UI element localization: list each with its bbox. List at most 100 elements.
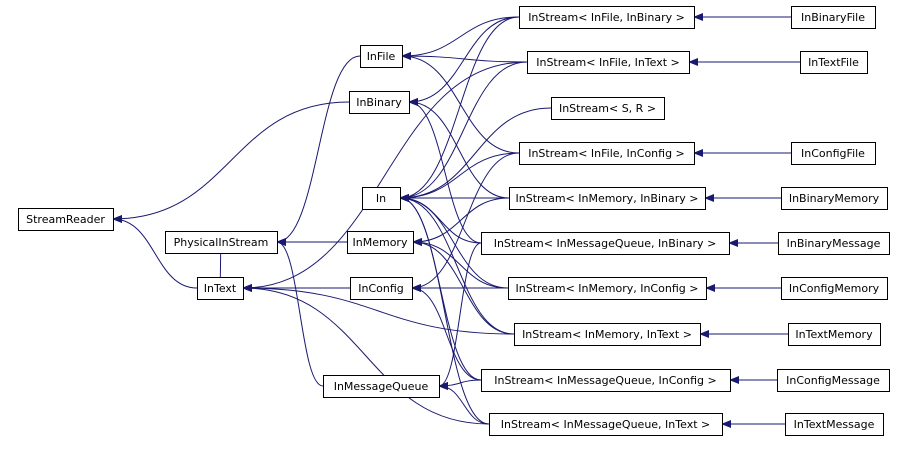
class-label: InConfigFile <box>801 147 865 160</box>
edge-is-file-binary-to-inbinary <box>408 16 520 106</box>
class-node-inconfig[interactable]: InConfig <box>350 277 413 300</box>
class-label: StreamReader <box>26 213 105 226</box>
class-label: InStream< InMessageQueue, InBinary > <box>494 237 717 250</box>
class-label: In <box>376 192 386 205</box>
class-label: InBinaryMemory <box>789 192 880 205</box>
class-label: InBinaryMessage <box>787 237 881 250</box>
class-node-inconfigmemory[interactable]: InConfigMemory <box>781 277 888 300</box>
edge-is-file-binary-to-infile <box>401 16 520 60</box>
class-box <box>165 231 278 254</box>
class-label: InConfig <box>358 282 404 295</box>
class-node-in[interactable]: In <box>362 187 401 210</box>
class-node-is-mq-binary[interactable]: InStream< InMessageQueue, InBinary > <box>481 232 730 255</box>
class-box <box>514 323 701 346</box>
edge-is-file-config-to-in <box>399 152 520 202</box>
class-box <box>519 6 695 29</box>
class-node-intextmemory[interactable]: InTextMemory <box>788 323 881 346</box>
class-box <box>323 375 440 398</box>
class-node-physicalinstream[interactable]: PhysicalInStream <box>165 231 278 254</box>
class-box <box>778 232 890 255</box>
class-box <box>519 142 695 165</box>
class-node-intextfile[interactable]: InTextFile <box>800 51 868 74</box>
inheritance-edges <box>112 13 800 428</box>
class-label: InStream< InMessageQueue, InText > <box>501 418 710 431</box>
class-node-is-file-binary[interactable]: InStream< InFile, InBinary > <box>519 6 695 29</box>
class-box <box>788 323 881 346</box>
edge-is-file-binary-to-in <box>399 16 520 202</box>
class-node-inbinaryfile[interactable]: InBinaryFile <box>791 6 876 29</box>
class-box <box>489 413 723 436</box>
edge-is-mq-text-to-in <box>399 194 490 425</box>
class-node-intextmessage[interactable]: InTextMessage <box>785 413 884 436</box>
edge-is-file-config-to-inconfig <box>411 152 520 292</box>
class-label: InTextFile <box>808 56 859 69</box>
class-label: PhysicalInStream <box>174 236 269 249</box>
class-node-is-file-text[interactable]: InStream< InFile, InText > <box>527 51 690 74</box>
class-node-is-memory-text[interactable]: InStream< InMemory, InText > <box>514 323 701 346</box>
class-node-inconfigfile[interactable]: InConfigFile <box>791 142 876 165</box>
class-label: InStream< InFile, InText > <box>536 56 680 69</box>
class-node-is-mq-text[interactable]: InStream< InMessageQueue, InText > <box>489 413 723 436</box>
class-node-inbinarymessage[interactable]: InBinaryMessage <box>778 232 890 255</box>
class-node-inbinarymemory[interactable]: InBinaryMemory <box>781 187 888 210</box>
edge-is-memory-binary-to-inmemory <box>412 197 510 246</box>
class-node-intext[interactable]: InText <box>197 277 244 300</box>
class-label: InStream< InMemory, InConfig > <box>516 282 699 295</box>
class-label: InStream< InFile, InBinary > <box>528 11 685 24</box>
class-label: InStream< S, R > <box>559 102 656 115</box>
class-box <box>791 142 876 165</box>
class-box <box>347 231 414 254</box>
edge-is-file-text-to-in <box>399 61 528 202</box>
class-label: InTextMessage <box>794 418 875 431</box>
edge-is-mq-binary-to-inmessagequeue <box>438 242 482 390</box>
edge-is-mq-text-to-inmessagequeue <box>438 382 490 425</box>
class-box <box>777 369 890 392</box>
class-label: InText <box>204 282 237 295</box>
class-box <box>481 369 731 392</box>
class-box <box>362 187 401 210</box>
class-box <box>350 277 413 300</box>
class-node-is-memory-binary[interactable]: InStream< InMemory, InBinary > <box>509 187 706 210</box>
class-box <box>360 45 403 68</box>
edge-infile-to-physicalinstream <box>276 55 361 246</box>
class-node-is-memory-config[interactable]: InStream< InMemory, InConfig > <box>508 277 707 300</box>
class-box <box>785 413 884 436</box>
class-node-infile[interactable]: InFile <box>360 45 403 68</box>
class-box <box>527 51 690 74</box>
class-node-inmemory[interactable]: InMemory <box>347 231 414 254</box>
class-node-is-mq-config[interactable]: InStream< InMessageQueue, InConfig > <box>481 369 731 392</box>
edge-is-memory-text-to-in <box>399 194 515 335</box>
class-label: InStream< InMessageQueue, InConfig > <box>494 374 717 387</box>
edge-is-memory-config-to-inmemory <box>412 238 509 289</box>
edge-inmessagequeue-to-physicalinstream <box>276 238 324 387</box>
edge-is-mq-config-to-inconfig <box>411 284 482 381</box>
class-node-inconfigmessage[interactable]: InConfigMessage <box>777 369 890 392</box>
class-label: InStream< InMemory, InBinary > <box>516 192 699 205</box>
class-box <box>481 232 730 255</box>
class-label: InConfigMemory <box>789 282 880 295</box>
class-box <box>509 187 706 210</box>
class-box <box>781 277 888 300</box>
class-box <box>197 277 244 300</box>
edge-is-s-r-to-in <box>399 107 552 202</box>
class-box <box>349 91 410 114</box>
class-node-streamreader[interactable]: StreamReader <box>18 208 114 231</box>
class-box <box>800 51 868 74</box>
class-label: InFile <box>367 50 396 63</box>
edge-intext-to-streamreader <box>112 215 198 289</box>
class-label: InBinaryFile <box>801 11 865 24</box>
class-label: InBinary <box>356 96 402 109</box>
class-label: InTextMemory <box>795 328 873 341</box>
class-node-is-s-r[interactable]: InStream< S, R > <box>551 97 665 120</box>
class-box <box>18 208 114 231</box>
class-node-inbinary[interactable]: InBinary <box>349 91 410 114</box>
edge-is-memory-text-to-intext <box>242 284 515 335</box>
edge-is-mq-binary-to-inbinary <box>408 98 482 244</box>
class-label: InMessageQueue <box>334 380 429 393</box>
class-label: InStream< InFile, InConfig > <box>528 147 685 160</box>
class-node-inmessagequeue[interactable]: InMessageQueue <box>323 375 440 398</box>
class-node-is-file-config[interactable]: InStream< InFile, InConfig > <box>519 142 695 165</box>
class-label: InMemory <box>353 236 408 249</box>
class-box <box>551 97 665 120</box>
